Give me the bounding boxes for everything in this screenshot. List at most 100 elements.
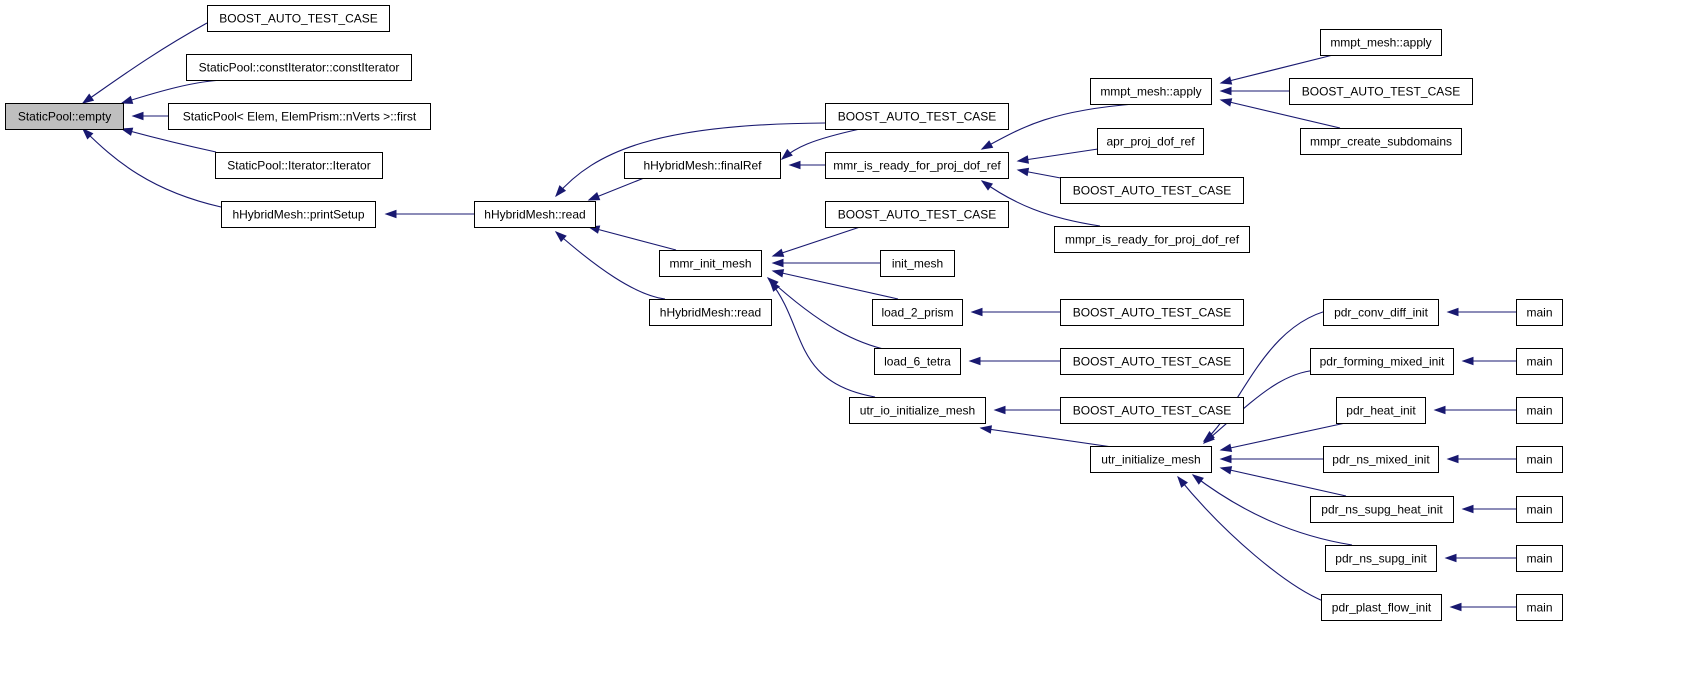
node-label: main bbox=[1526, 306, 1552, 320]
call-edge bbox=[1461, 504, 1516, 514]
node-box[interactable] bbox=[1323, 299, 1439, 326]
function-node[interactable]: pdr_heat_init bbox=[1336, 397, 1426, 424]
node-box[interactable] bbox=[1325, 545, 1437, 572]
call-edge bbox=[1016, 148, 1099, 164]
node-box[interactable] bbox=[1300, 128, 1462, 155]
function-node[interactable]: pdr_plast_flow_init bbox=[1321, 594, 1442, 621]
node-box[interactable] bbox=[1097, 128, 1204, 155]
node-box[interactable] bbox=[207, 5, 390, 32]
node-box[interactable] bbox=[1060, 177, 1244, 204]
root-function-node[interactable]: StaticPool::empty bbox=[5, 103, 124, 130]
function-node[interactable]: utr_io_initialize_mesh bbox=[849, 397, 986, 424]
node-box[interactable] bbox=[825, 103, 1009, 130]
node-box[interactable] bbox=[649, 299, 772, 326]
function-node[interactable]: mmpr_is_ready_for_proj_dof_ref bbox=[1054, 226, 1250, 253]
function-node[interactable]: pdr_ns_supg_heat_init bbox=[1310, 496, 1454, 523]
node-box[interactable] bbox=[1320, 29, 1442, 56]
function-node[interactable]: pdr_forming_mixed_init bbox=[1310, 348, 1454, 375]
function-node[interactable]: mmpt_mesh::apply bbox=[1090, 78, 1212, 105]
node-box[interactable] bbox=[1090, 78, 1212, 105]
node-box[interactable] bbox=[1090, 446, 1212, 473]
node-box[interactable] bbox=[874, 348, 961, 375]
function-node[interactable]: BOOST_AUTO_TEST_CASE bbox=[825, 103, 1009, 130]
node-box[interactable] bbox=[1060, 397, 1244, 424]
function-node[interactable]: hHybridMesh::printSetup bbox=[221, 201, 376, 228]
node-box[interactable] bbox=[1516, 299, 1563, 326]
function-node[interactable]: load_2_prism bbox=[872, 299, 963, 326]
call-edge bbox=[81, 127, 222, 208]
function-node[interactable]: pdr_ns_supg_init bbox=[1325, 545, 1437, 572]
call-edge bbox=[1446, 454, 1516, 464]
node-box[interactable] bbox=[1516, 446, 1563, 473]
node-box[interactable] bbox=[5, 103, 124, 130]
function-node[interactable]: BOOST_AUTO_TEST_CASE bbox=[825, 201, 1009, 228]
arrowhead bbox=[771, 258, 784, 268]
function-node[interactable]: BOOST_AUTO_TEST_CASE bbox=[1060, 397, 1244, 424]
node-box[interactable] bbox=[215, 152, 383, 179]
function-node[interactable]: main bbox=[1516, 348, 1563, 375]
node-box[interactable] bbox=[1054, 226, 1250, 253]
function-node[interactable]: BOOST_AUTO_TEST_CASE bbox=[1289, 78, 1473, 105]
function-node[interactable]: load_6_tetra bbox=[874, 348, 961, 375]
node-box[interactable] bbox=[825, 152, 1009, 179]
function-node[interactable]: pdr_ns_mixed_init bbox=[1323, 446, 1439, 473]
node-box[interactable] bbox=[1060, 299, 1244, 326]
node-box[interactable] bbox=[1310, 348, 1454, 375]
edge-line bbox=[1017, 148, 1099, 162]
node-box[interactable] bbox=[1516, 348, 1563, 375]
node-box[interactable] bbox=[880, 250, 955, 277]
node-box[interactable] bbox=[221, 201, 376, 228]
node-box[interactable] bbox=[1516, 496, 1563, 523]
call-edge bbox=[970, 307, 1060, 317]
function-node[interactable]: main bbox=[1516, 397, 1563, 424]
function-node[interactable]: main bbox=[1516, 496, 1563, 523]
node-box[interactable] bbox=[1323, 446, 1439, 473]
function-node[interactable]: BOOST_AUTO_TEST_CASE bbox=[1060, 177, 1244, 204]
function-node[interactable]: apr_proj_dof_ref bbox=[1097, 128, 1204, 155]
call-edge bbox=[120, 79, 225, 104]
arrowhead bbox=[1461, 356, 1474, 366]
node-box[interactable] bbox=[1516, 594, 1563, 621]
function-node[interactable]: mmr_init_mesh bbox=[659, 250, 762, 277]
function-node[interactable]: init_mesh bbox=[880, 250, 955, 277]
arrowhead bbox=[771, 269, 785, 278]
node-label: hHybridMesh::printSetup bbox=[232, 208, 364, 222]
arrowhead bbox=[81, 93, 95, 104]
node-box[interactable] bbox=[825, 201, 1009, 228]
function-node[interactable]: StaticPool::Iterator::Iterator bbox=[215, 152, 383, 179]
node-box[interactable] bbox=[624, 152, 781, 179]
function-node[interactable]: BOOST_AUTO_TEST_CASE bbox=[207, 5, 390, 32]
function-node[interactable]: utr_initialize_mesh bbox=[1090, 446, 1212, 473]
node-box[interactable] bbox=[872, 299, 963, 326]
function-node[interactable]: BOOST_AUTO_TEST_CASE bbox=[1060, 299, 1244, 326]
function-node[interactable]: mmr_is_ready_for_proj_dof_ref bbox=[825, 152, 1009, 179]
function-node[interactable]: main bbox=[1516, 299, 1563, 326]
node-box[interactable] bbox=[1310, 496, 1454, 523]
function-node[interactable]: hHybridMesh::read bbox=[474, 201, 596, 228]
node-box[interactable] bbox=[186, 54, 412, 81]
function-node[interactable]: hHybridMesh::read bbox=[649, 299, 772, 326]
node-box[interactable] bbox=[1336, 397, 1426, 424]
function-node[interactable]: pdr_conv_diff_init bbox=[1323, 299, 1439, 326]
function-node[interactable]: mmpr_create_subdomains bbox=[1300, 128, 1462, 155]
node-box[interactable] bbox=[474, 201, 596, 228]
call-edge bbox=[771, 269, 899, 300]
function-node[interactable]: main bbox=[1516, 545, 1563, 572]
function-node[interactable]: StaticPool< Elem, ElemPrism::nVerts >::f… bbox=[168, 103, 431, 130]
node-box[interactable] bbox=[1516, 397, 1563, 424]
node-box[interactable] bbox=[168, 103, 431, 130]
function-node[interactable]: StaticPool::constIterator::constIterator bbox=[186, 54, 412, 81]
node-box[interactable] bbox=[1516, 545, 1563, 572]
function-node[interactable]: hHybridMesh::finalRef bbox=[624, 152, 781, 179]
node-box[interactable] bbox=[1289, 78, 1473, 105]
node-box[interactable] bbox=[849, 397, 986, 424]
node-box[interactable] bbox=[1060, 348, 1244, 375]
function-node[interactable]: BOOST_AUTO_TEST_CASE bbox=[1060, 348, 1244, 375]
function-node[interactable]: main bbox=[1516, 446, 1563, 473]
node-box[interactable] bbox=[659, 250, 762, 277]
function-node[interactable]: mmpt_mesh::apply bbox=[1320, 29, 1442, 56]
node-box[interactable] bbox=[1321, 594, 1442, 621]
function-node[interactable]: main bbox=[1516, 594, 1563, 621]
call-edge bbox=[1444, 553, 1516, 563]
